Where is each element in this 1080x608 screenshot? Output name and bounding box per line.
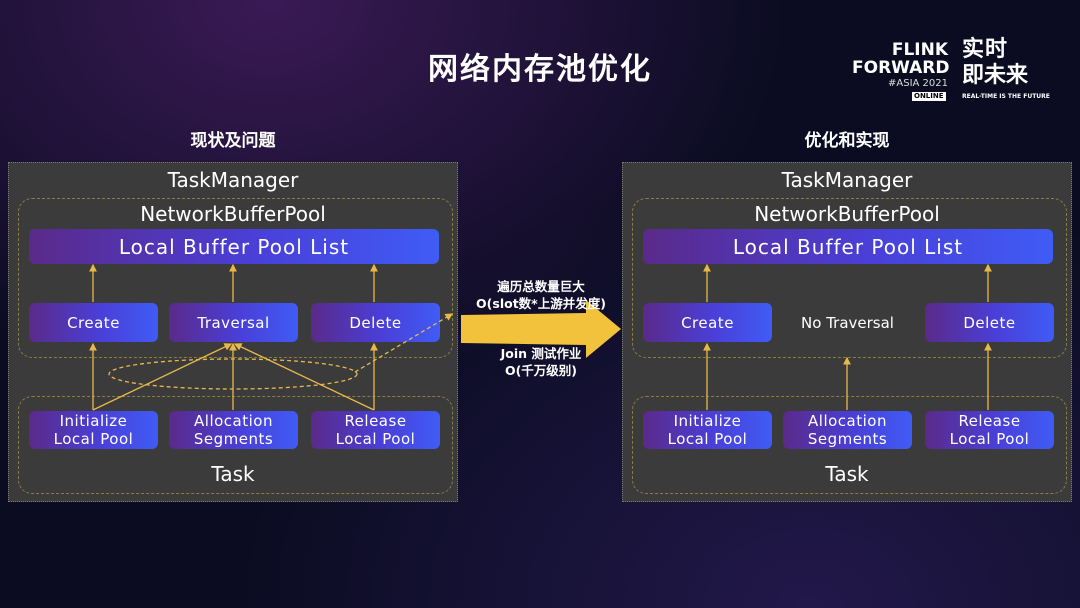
left-heading: 现状及问题 xyxy=(190,131,276,151)
delete-box: Delete xyxy=(311,303,440,342)
task-box xyxy=(632,396,1067,494)
local-buffer-pool-list: Local Buffer Pool List xyxy=(29,229,439,264)
label-line: Allocation xyxy=(808,412,887,430)
logo-slogan-1: 实时 xyxy=(962,37,1009,62)
label-line: Initialize xyxy=(59,412,128,430)
note-line: O(slot数*上游并发度) xyxy=(476,296,606,311)
right-heading: 优化和实现 xyxy=(804,131,890,151)
right-arrows xyxy=(703,263,992,410)
label-line: Local Pool xyxy=(53,430,134,448)
task-label: Task xyxy=(211,462,255,486)
note-line: Join 测试作业 xyxy=(500,346,582,361)
task-manager-label: TaskManager xyxy=(167,168,299,192)
network-buffer-pool-box xyxy=(18,198,453,358)
create-box: Create xyxy=(29,303,158,342)
note-top: 遍历总数量巨大 O(slot数*上游并发度) xyxy=(456,278,626,312)
note-line: 遍历总数量巨大 xyxy=(497,279,585,294)
label-line: Local Pool xyxy=(667,430,748,448)
label-line: Release xyxy=(958,412,1021,430)
task-label: Task xyxy=(825,462,869,486)
left-task-manager-panel: TaskManager NetworkBufferPool Local Buff… xyxy=(8,162,458,502)
left-arrows xyxy=(89,263,378,411)
dashed-pointer xyxy=(354,313,454,373)
local-buffer-pool-list: Local Buffer Pool List xyxy=(643,229,1053,264)
task-manager-label: TaskManager xyxy=(781,168,913,192)
network-buffer-pool-label: NetworkBufferPool xyxy=(140,202,326,226)
traversal-highlight-ellipse xyxy=(108,358,358,390)
label-line: Segments xyxy=(807,430,888,448)
slide-title: 网络内存池优化 xyxy=(428,52,652,87)
logo-edition: #ASIA 2021 xyxy=(888,78,948,89)
logo-forward: FORWARD xyxy=(852,58,950,78)
network-buffer-pool-label: NetworkBufferPool xyxy=(754,202,940,226)
note-line: O(千万级别) xyxy=(504,363,578,378)
right-task-manager-panel: TaskManager NetworkBufferPool Local Buff… xyxy=(622,162,1072,502)
label-line: Release xyxy=(344,412,407,430)
task-box xyxy=(18,396,453,494)
label-line: Allocation xyxy=(194,412,273,430)
logo-flink: FLINK xyxy=(891,40,948,60)
logo-badge: ONLINE xyxy=(912,92,946,101)
flink-forward-logo: FLINK FORWARD #ASIA 2021 ONLINE 实时 即未来 R… xyxy=(852,38,1052,106)
label-line: Initialize xyxy=(673,412,742,430)
logo-slogan-en: REAL-TIME IS THE FUTURE xyxy=(962,93,1050,100)
delete-box: Delete xyxy=(925,303,1054,342)
label-line: Local Pool xyxy=(949,430,1030,448)
transition-arrow xyxy=(461,300,621,358)
label-line: Segments xyxy=(193,430,274,448)
traversal-box: Traversal xyxy=(169,303,298,342)
no-traversal-label: No Traversal xyxy=(801,313,894,332)
label-line: Local Pool xyxy=(335,430,416,448)
logo-slogan-2: 即未来 xyxy=(962,63,1029,88)
note-bottom: Join 测试作业 O(千万级别) xyxy=(456,345,626,379)
create-box: Create xyxy=(643,303,772,342)
